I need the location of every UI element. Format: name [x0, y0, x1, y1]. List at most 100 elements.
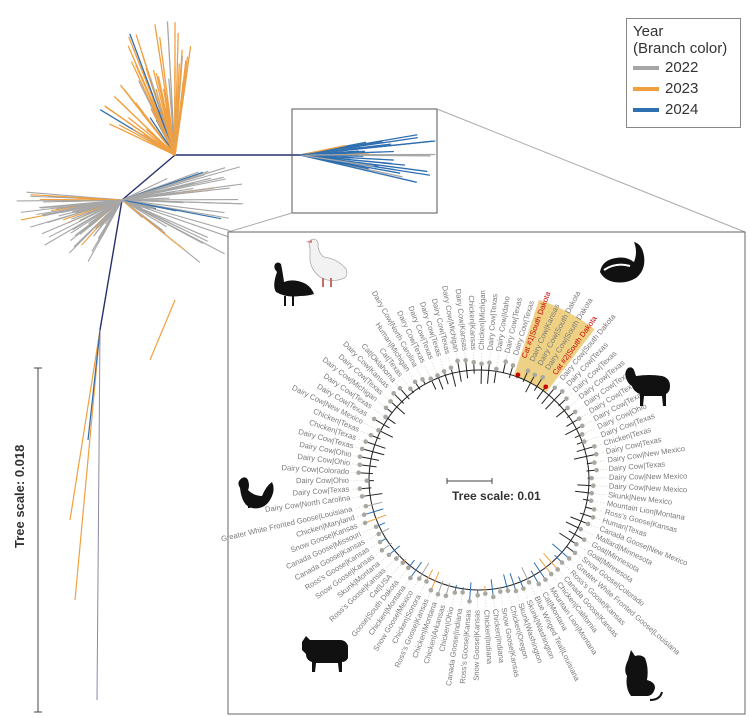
canada-goose-icon [274, 262, 314, 306]
tree-branch [129, 33, 176, 156]
unrooted-tree [16, 21, 436, 701]
tip-guide [372, 408, 386, 418]
tree-branch [121, 166, 240, 201]
tree-branch [299, 154, 375, 167]
tip-dot [566, 556, 572, 561]
tip-guide [591, 492, 607, 496]
tip-dot [359, 494, 365, 499]
tip-dot [475, 593, 480, 598]
tip-guide [447, 355, 452, 368]
tip-guide [392, 562, 403, 575]
cow-icon [302, 636, 348, 672]
tree-branch [378, 429, 394, 438]
tree-branch [457, 360, 462, 382]
tree-branch [373, 418, 390, 429]
tip-label: Dairy Cow|New Mexico [609, 472, 687, 482]
tip-dot [487, 360, 492, 365]
tip-dot [572, 409, 578, 415]
tip-dot [594, 467, 599, 473]
tip-guide [419, 581, 427, 594]
tree-branch [418, 562, 430, 579]
tree-branch [565, 521, 582, 530]
tip-guide [500, 591, 504, 606]
tip-dot [592, 460, 597, 465]
tip-guide [593, 485, 607, 487]
tip-guide [517, 359, 524, 375]
cat-icon [625, 650, 663, 701]
tip-dot [364, 478, 370, 484]
tip-dot [589, 475, 594, 481]
tip-dot [357, 462, 363, 468]
tip-dot [482, 591, 488, 596]
tip-dot [435, 591, 441, 597]
tree-branch [121, 175, 199, 201]
tree-branch [365, 441, 386, 449]
tree-branch [365, 501, 383, 507]
tip-dot [386, 552, 392, 558]
tip-guide [431, 360, 438, 376]
tip-dot [455, 358, 460, 364]
tip-label: Dairy Cow|Ohio [296, 476, 349, 485]
legend-swatch [633, 65, 659, 70]
snow-goose-icon [306, 238, 348, 287]
tree-branch [503, 574, 509, 591]
skunk-icon [600, 242, 645, 283]
tip-dot [371, 416, 377, 422]
tip-dot [467, 599, 472, 604]
tip-dot [513, 588, 519, 594]
tree-branch [299, 146, 361, 156]
tip-dot [397, 385, 403, 391]
tip-dot [394, 556, 399, 561]
zoom-connector-left [227, 212, 293, 233]
tree-branch [493, 368, 497, 384]
zoom-panel [227, 231, 746, 715]
tree-branch [399, 387, 410, 400]
tip-label: Chicken|Indiana [482, 610, 494, 666]
tree-branch [358, 472, 373, 475]
tip-label: Chicken|Kansas [467, 295, 478, 350]
tree-branch [121, 154, 176, 201]
legend-label: 2024 [665, 101, 699, 118]
tip-dot [579, 432, 585, 437]
tip-dot [361, 512, 367, 517]
tip-dot [408, 386, 413, 391]
tip-dot [420, 377, 425, 382]
tree-branch [388, 545, 401, 556]
tip-guide [496, 353, 500, 370]
tree-branch [437, 580, 444, 595]
tip-guide [364, 422, 379, 431]
tree-branch [47, 199, 123, 224]
tip-dot [572, 550, 578, 556]
zoom-connector-right [436, 108, 746, 233]
tip-dot [582, 439, 587, 444]
tree-branch [469, 582, 472, 602]
tree-branch [568, 530, 585, 541]
tree-branch [174, 60, 187, 156]
legend-title-line1: Year [633, 23, 664, 40]
tree-branch [552, 543, 570, 559]
tree-branch [121, 189, 212, 201]
tip-guide [423, 364, 432, 379]
tree-branch [533, 377, 544, 391]
tip-label: Dairy Cow|New Mexico [609, 481, 688, 494]
tree-branch [121, 199, 208, 242]
tip-dot [591, 507, 597, 512]
tip-dot [576, 416, 582, 421]
tree-branch [509, 573, 517, 592]
tree-branch [364, 508, 384, 516]
tip-dot [424, 579, 429, 584]
tree-branch [43, 199, 123, 203]
tip-dot [448, 365, 454, 371]
tree-branch [521, 567, 530, 583]
tip-dot [376, 531, 381, 537]
rooster-icon [238, 477, 274, 509]
tree-branch [99, 199, 123, 331]
tip-guide [507, 590, 512, 604]
tree-branch [565, 425, 583, 436]
tree-branch [555, 407, 568, 418]
tip-dot [357, 454, 363, 459]
tree-branch [42, 199, 123, 217]
right-scale-label: Tree scale: 0.01 [452, 489, 541, 503]
legend-item-2022: 2022 [633, 57, 734, 78]
